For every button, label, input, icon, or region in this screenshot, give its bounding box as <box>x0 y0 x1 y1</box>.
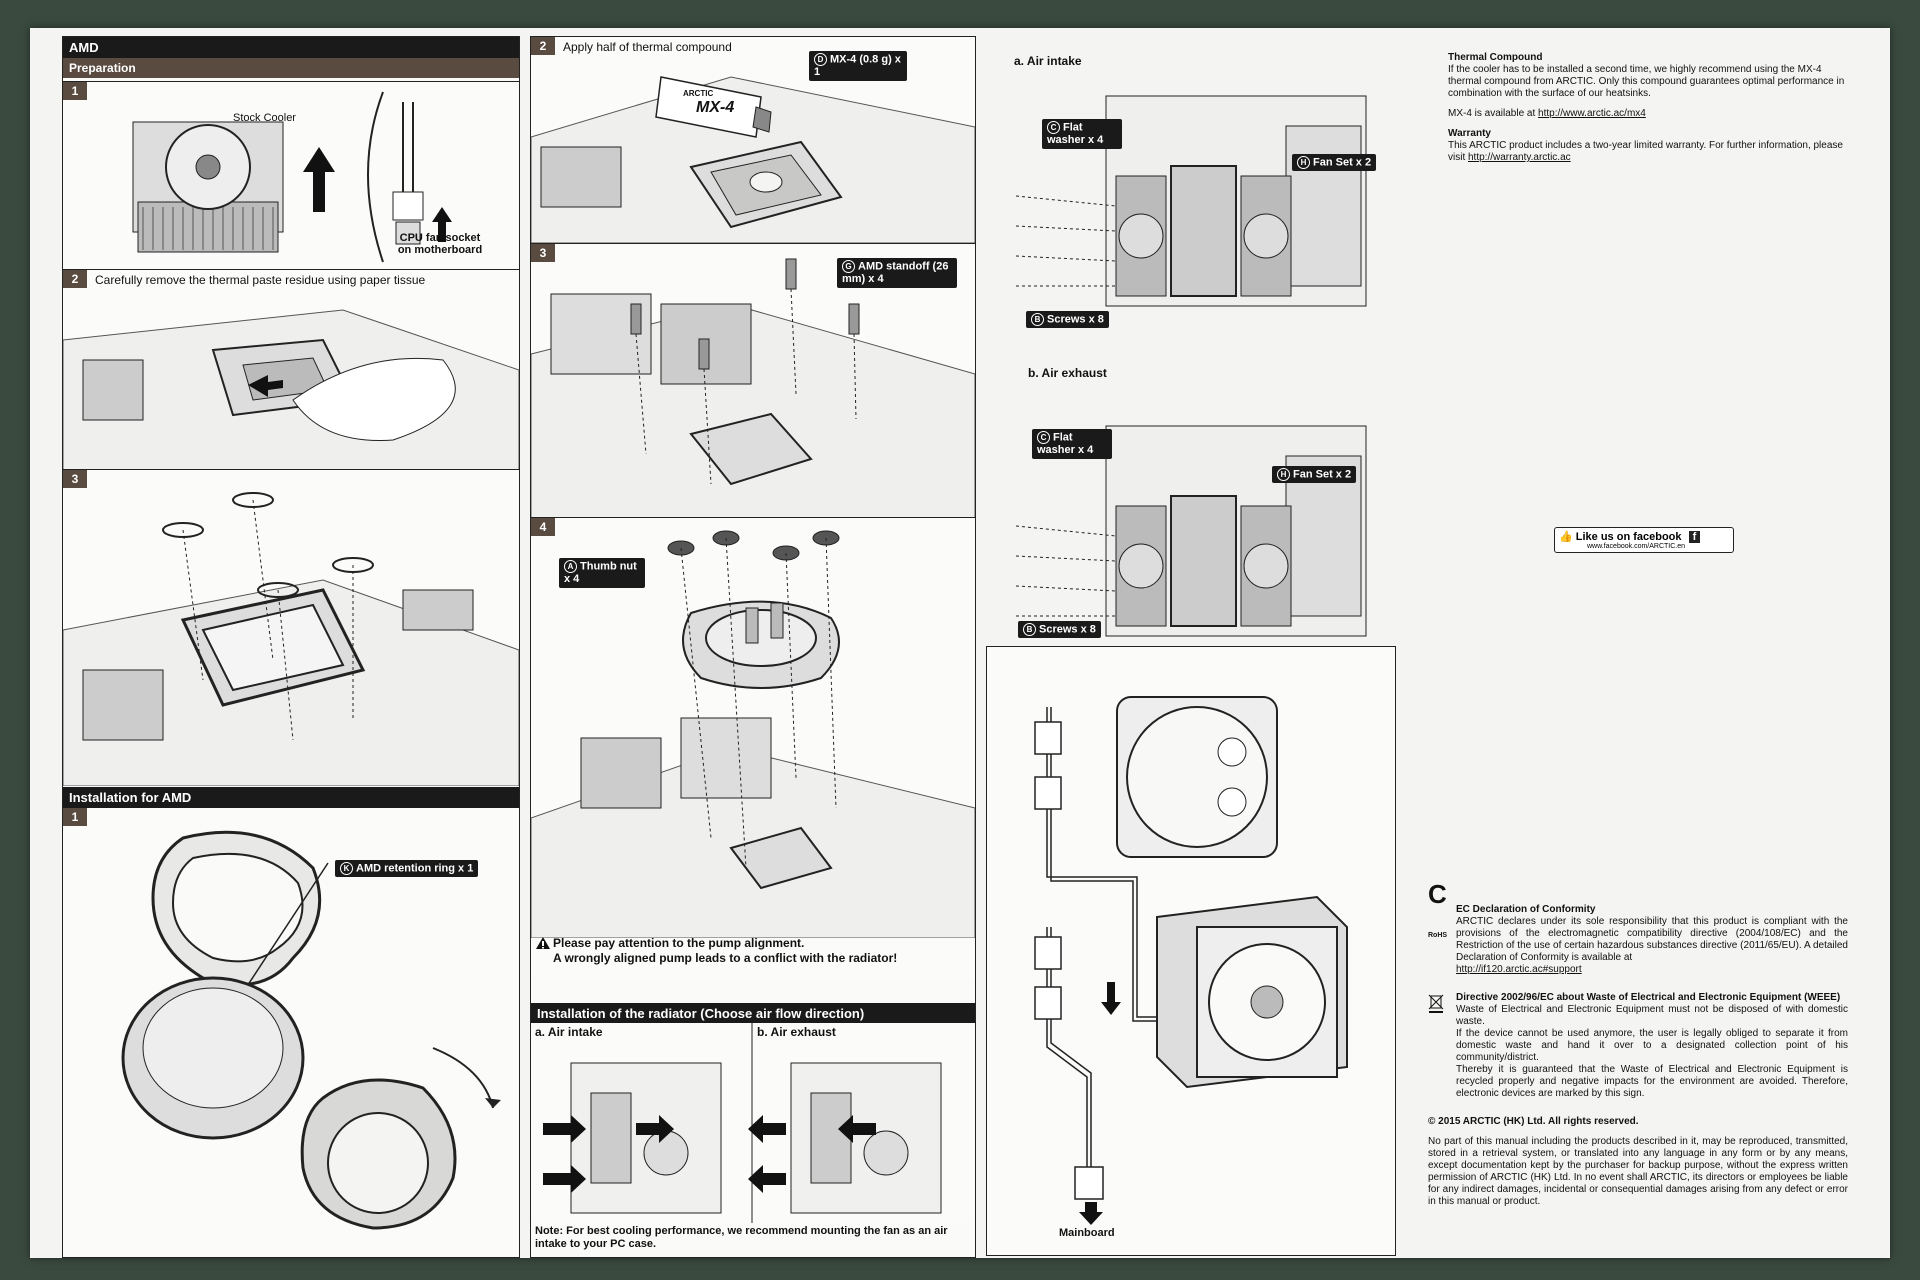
cpu-cleaning-illustration <box>63 309 519 470</box>
air-exhaust-title: b. Air exhaust <box>1028 366 1107 380</box>
stock-cooler-label: Stock Cooler <box>233 112 296 124</box>
installation-amd-bar: Installation for AMD <box>63 787 519 808</box>
preparation-bar: Preparation <box>63 58 519 78</box>
step-number: 1 <box>63 808 87 826</box>
step-number: 3 <box>531 244 555 262</box>
cpu-fan-socket-label: CPU fan socket on motherboard <box>397 232 483 256</box>
air-intake-label: a. Air intake <box>535 1025 603 1039</box>
rohs-icon: RoHS <box>1428 932 1448 939</box>
facebook-url: www.facebook.com/ARCTIC.en <box>1587 543 1686 550</box>
prep-step-2: 2 Carefully remove the thermal paste res… <box>63 269 519 470</box>
info-panel: Thermal Compound If the cooler has to be… <box>1448 52 1848 172</box>
ec-declaration-title: EC Declaration of Conformity <box>1456 904 1596 915</box>
air-intake-case-illustration <box>1015 95 1367 307</box>
air-exhaust-case-illustration <box>1015 425 1367 637</box>
weee-text-3: Thereby it is guaranteed that the Waste … <box>1456 1064 1848 1099</box>
weee-text-2: If the device cannot be used anymore, th… <box>1456 1028 1848 1063</box>
retention-bracket-removal-illustration <box>63 492 519 786</box>
manual-sheet: AMD Preparation 1 Stock Cooler <box>30 28 1890 1258</box>
step-number: 3 <box>63 470 87 488</box>
facebook-label: Like us on facebook <box>1575 531 1682 543</box>
step-2-caption: Carefully remove the thermal paste resid… <box>95 273 426 287</box>
ec-declaration-text: ARCTIC declares under its sole responsib… <box>1456 916 1848 963</box>
thermal-compound-text: If the cooler has to be installed a seco… <box>1448 64 1845 99</box>
ec-support-link[interactable]: http://if120.arctic.ac#support <box>1456 964 1582 975</box>
cable-connection-illustration <box>1034 696 1348 1225</box>
step-2-caption: Apply half of thermal compound <box>563 40 732 54</box>
airflow-note: Note: For best cooling performance, we r… <box>535 1225 948 1250</box>
radiator-airflow-panel: a. Air intake b. Air exhaust <box>531 1023 975 1223</box>
ce-mark-icon: C <box>1428 879 1447 909</box>
copyright-text: No part of this manual including the pro… <box>1428 1136 1848 1207</box>
pump-alignment-warning: Please pay attention to the pump alignme… <box>553 936 898 965</box>
warranty-text: This ARCTIC product includes a two-year … <box>1448 140 1843 163</box>
thermal-compound-title: Thermal Compound <box>1448 52 1543 63</box>
airflow-direction-illustration <box>543 1023 942 1223</box>
legal-panel: C RoHS EC Declaration of Conformity ARCT… <box>1428 879 1848 1216</box>
column-amd-preparation: AMD Preparation 1 Stock Cooler <box>62 36 520 1258</box>
stock-cooler-illustration <box>132 91 452 263</box>
step-number: 2 <box>531 37 555 55</box>
standoff-installation-illustration <box>531 258 975 518</box>
retention-ring-illustration <box>121 830 501 1230</box>
weee-bin-icon <box>1428 994 1444 1013</box>
thermal-compound-illustration <box>531 76 975 243</box>
radiator-installation-bar: Installation of the radiator (Choose air… <box>531 1003 975 1024</box>
warranty-title: Warranty <box>1448 128 1491 139</box>
tube-label: MX-4 <box>696 99 735 116</box>
air-exhaust-label: b. Air exhaust <box>757 1025 836 1039</box>
tube-brand: ARCTIC <box>683 89 714 98</box>
mx4-availability: MX-4 is available at <box>1448 108 1539 119</box>
weee-text-1: Waste of Electrical and Electronic Equip… <box>1456 1004 1848 1027</box>
mx4-link[interactable]: http://www.arctic.ac/mx4 <box>1538 108 1646 119</box>
mainboard-label: Mainboard <box>1059 1227 1115 1239</box>
warning-icon <box>536 937 550 949</box>
amd-bar: AMD <box>63 37 519 58</box>
cable-connection-panel: Mainboard <box>986 646 1396 1256</box>
step-number: 4 <box>531 518 555 536</box>
step-number: 2 <box>63 270 87 288</box>
copyright-title: © 2015 ARCTIC (HK) Ltd. All rights reser… <box>1428 1116 1639 1127</box>
prep-step-1: 1 Stock Cooler CPU fan socket on motherb… <box>63 81 519 270</box>
pump-mount-illustration <box>531 530 975 938</box>
warranty-link[interactable]: http://warranty.arctic.ac <box>1468 152 1571 163</box>
facebook-icon: f <box>1688 531 1701 543</box>
weee-title: Directive 2002/96/EC about Waste of Elec… <box>1456 992 1841 1003</box>
step-number: 1 <box>63 82 87 100</box>
facebook-badge[interactable]: 👍 Like us on facebook f www.facebook.com… <box>1554 527 1734 553</box>
air-intake-title: a. Air intake <box>1014 54 1082 68</box>
prep-step-3: 3 <box>63 469 519 786</box>
thumbs-up-icon: 👍 <box>1559 531 1573 543</box>
